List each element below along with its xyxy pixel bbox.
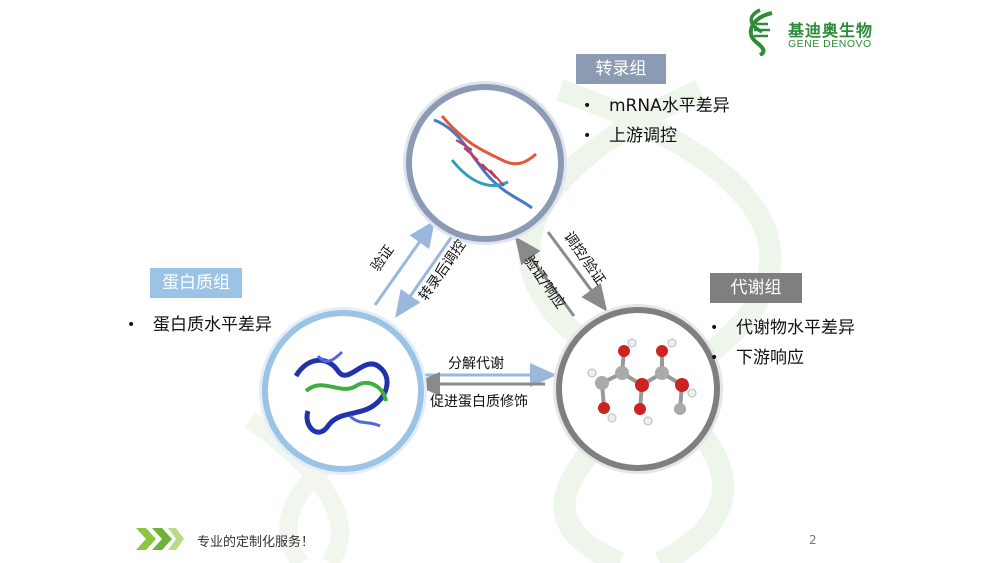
arrow-rna-to-metab: [546, 231, 608, 312]
transcriptome-circle: [406, 84, 564, 242]
metabolome-circle: [556, 307, 720, 471]
arrow-protein-to-rna: [373, 220, 435, 306]
page-number: 2: [809, 533, 817, 547]
label-metab-to-protein: 促进蛋白质修饰: [430, 394, 528, 410]
footer-slogan: 专业的定制化服务！: [197, 535, 315, 550]
transcriptome-item: 上游调控: [583, 121, 730, 151]
proteome-list: 蛋白质水平差异: [127, 310, 272, 340]
label-protein-to-metab: 分解代谢: [448, 356, 504, 372]
dna-helix-image: [433, 115, 537, 210]
metabolome-item: 下游响应: [710, 343, 855, 373]
logo-name-cn: 基迪奥生物: [788, 21, 874, 40]
arrow-rna-to-protein: [395, 231, 457, 318]
metabolome-item: 代谢物水平差异: [710, 313, 855, 343]
molecule-image: [587, 338, 697, 426]
arrow-metab-to-rna: [514, 236, 576, 317]
metabolome-title: 代谢组: [710, 273, 802, 303]
company-logo: 基迪奥生物 GENE DENOVO: [742, 8, 892, 58]
transcriptome-item: mRNA水平差异: [583, 91, 730, 121]
dna-logo-icon: [748, 8, 773, 56]
metabolome-list: 代谢物水平差异 下游响应: [710, 313, 855, 373]
transcriptome-list: mRNA水平差异 上游调控: [583, 91, 730, 151]
logo-name-en: GENE DENOVO: [788, 38, 872, 50]
footer-chevron-icon: [136, 528, 184, 550]
proteome-title: 蛋白质组: [150, 268, 242, 298]
transcriptome-title: 转录组: [576, 54, 666, 84]
proteome-item: 蛋白质水平差异: [127, 310, 272, 340]
protein-structure-image: [293, 350, 390, 435]
proteome-circle: [262, 310, 424, 472]
